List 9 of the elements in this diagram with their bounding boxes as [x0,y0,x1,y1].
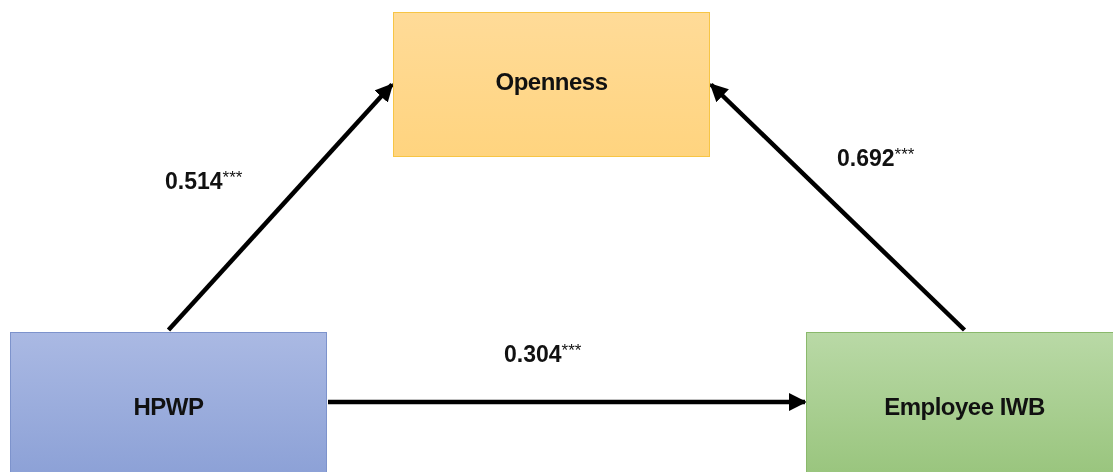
arrow [709,82,967,332]
node-label: Employee IWB [884,393,1045,421]
construct-box [393,12,710,157]
arrow [328,393,807,411]
node-label: HPWP [133,393,204,421]
node-label: Openness [495,68,608,96]
arrow [166,83,394,332]
construct-box [806,332,1113,472]
construct-box [10,332,327,472]
